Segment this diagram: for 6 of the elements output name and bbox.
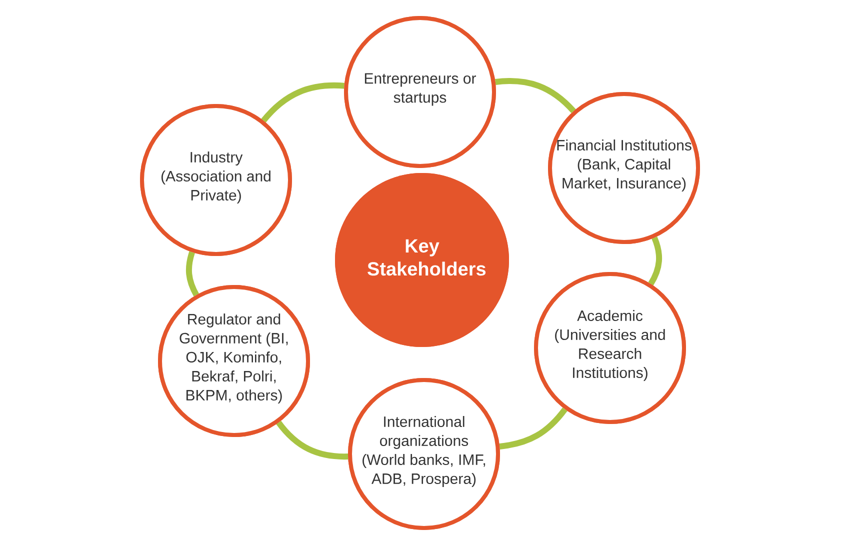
ring-segment bbox=[495, 78, 576, 114]
ring-segment bbox=[186, 251, 200, 296]
ring-segment bbox=[499, 407, 568, 450]
ring-segment bbox=[261, 82, 344, 123]
ring-segment bbox=[276, 420, 348, 460]
ring-segment bbox=[648, 236, 662, 286]
